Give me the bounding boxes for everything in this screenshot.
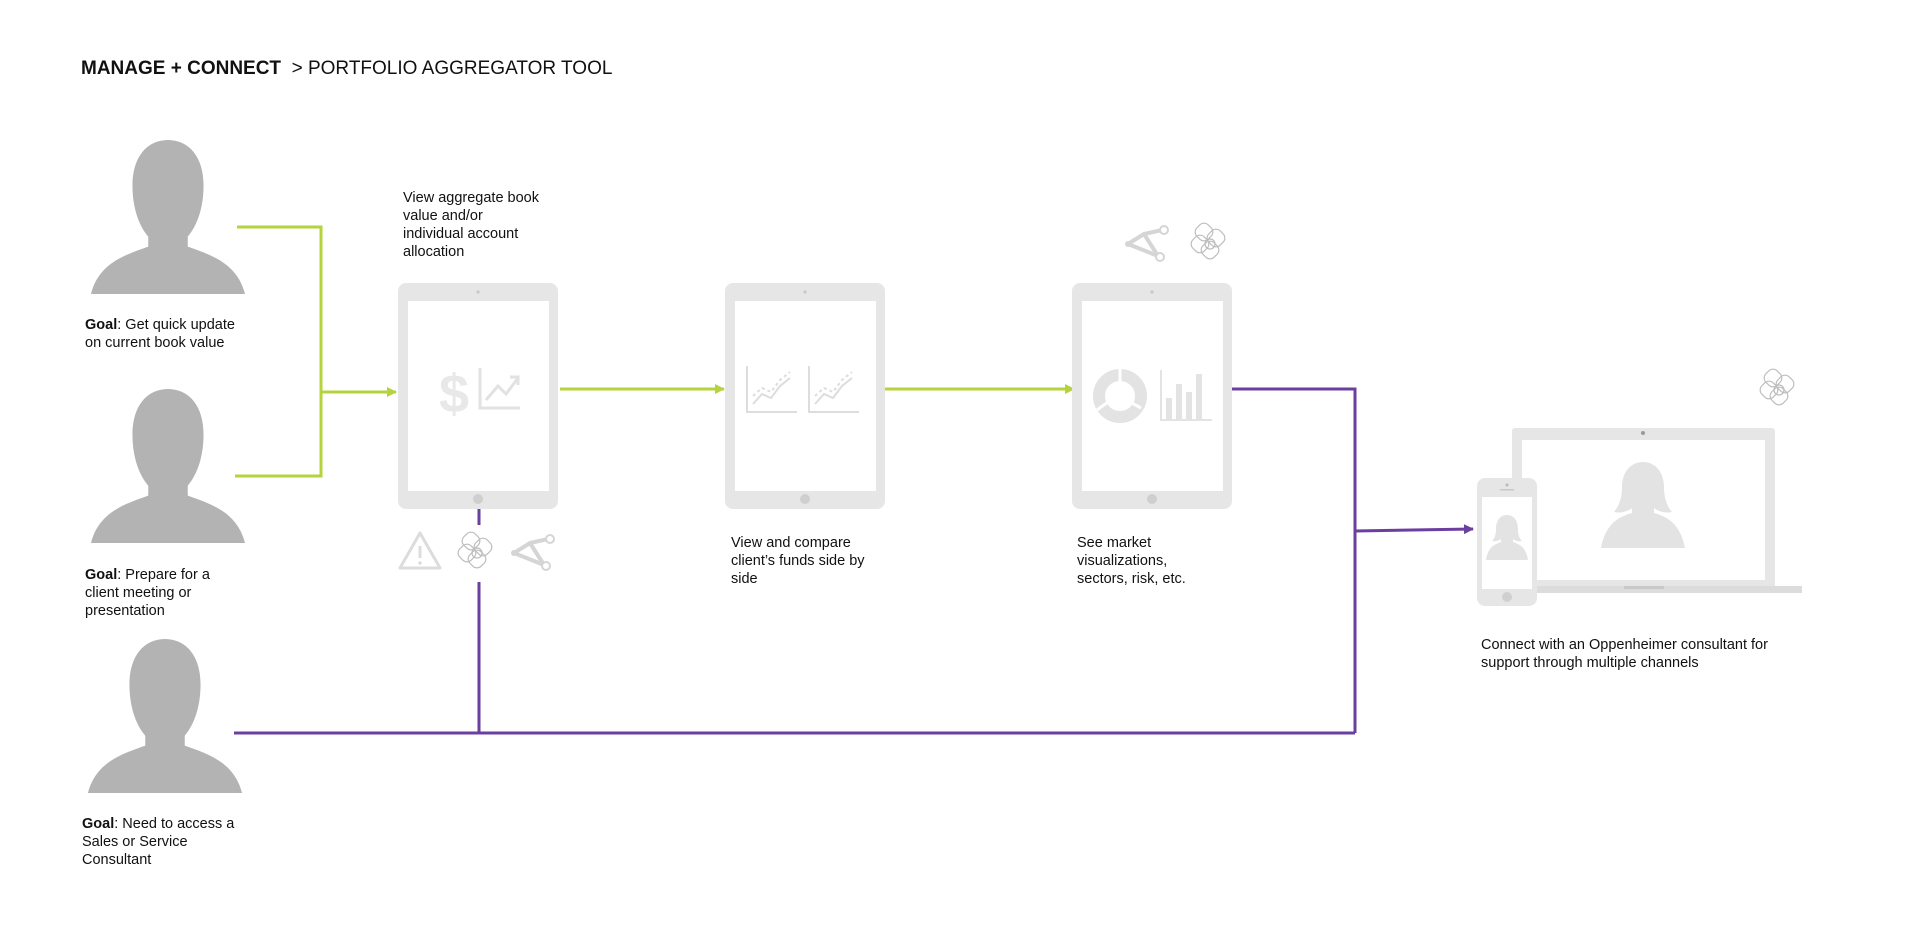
persona-1-goal: Goal: Get quick update on current book v… <box>85 316 235 352</box>
page-title-bold: MANAGE + CONNECT <box>81 58 282 79</box>
support-knot-icon <box>1757 368 1797 408</box>
tablet-market-visualizations <box>1072 283 1232 509</box>
purple-flow-lines <box>234 387 1474 735</box>
goal-text: : Prepare for a client meeting or presen… <box>85 567 210 619</box>
step-2-caption: View and compare client’s funds side by … <box>731 535 865 587</box>
persona-1-silhouette <box>90 139 246 295</box>
goal-label: Goal <box>85 567 118 583</box>
consultant-avatar <box>1486 515 1528 560</box>
goal-text: : Need to access a Sales or Service Cons… <box>82 816 235 868</box>
growth-chart-icon <box>478 368 520 410</box>
share-icon <box>1123 224 1170 263</box>
page-title: MANAGE + CONNECT > PORTFOLIO AGGREGATOR … <box>81 58 612 80</box>
support-knot-icon <box>455 531 495 571</box>
consult-caption: Connect with an Oppenheimer consultant f… <box>1481 637 1768 671</box>
persona-3-goal: Goal: Need to access a Sales or Service … <box>82 815 234 869</box>
tablet-aggregate-view: $ <box>398 283 558 509</box>
warning-icon <box>398 531 442 570</box>
consultant-avatar <box>1601 462 1685 548</box>
goal-text: : Get quick update on current book value <box>85 317 235 351</box>
support-knot-icon <box>1188 222 1228 262</box>
step-3-caption: See market visualizations, sectors, risk… <box>1077 535 1186 587</box>
tablet-compare-funds <box>725 283 885 509</box>
donut-chart-icon <box>1093 369 1147 423</box>
step-1-caption: View aggregate book value and/or individ… <box>403 190 539 260</box>
phone-device <box>1477 478 1537 606</box>
share-icon <box>509 533 556 572</box>
bar-chart-icon <box>1160 370 1212 421</box>
green-flow-lines <box>235 225 1075 478</box>
laptop-device <box>1508 428 1802 593</box>
goal-label: Goal <box>82 816 115 832</box>
goal-label: Goal <box>85 317 118 333</box>
svg-text:$: $ <box>439 364 469 424</box>
dollar-icon: $ <box>439 364 469 424</box>
line-chart-icon <box>808 366 859 413</box>
persona-2-goal: Goal: Prepare for a client meeting or pr… <box>85 566 210 620</box>
line-chart-icon <box>746 366 797 413</box>
persona-2-silhouette <box>90 388 246 544</box>
persona-3-silhouette <box>87 638 243 794</box>
page-title-rest: > PORTFOLIO AGGREGATOR TOOL <box>291 58 613 79</box>
